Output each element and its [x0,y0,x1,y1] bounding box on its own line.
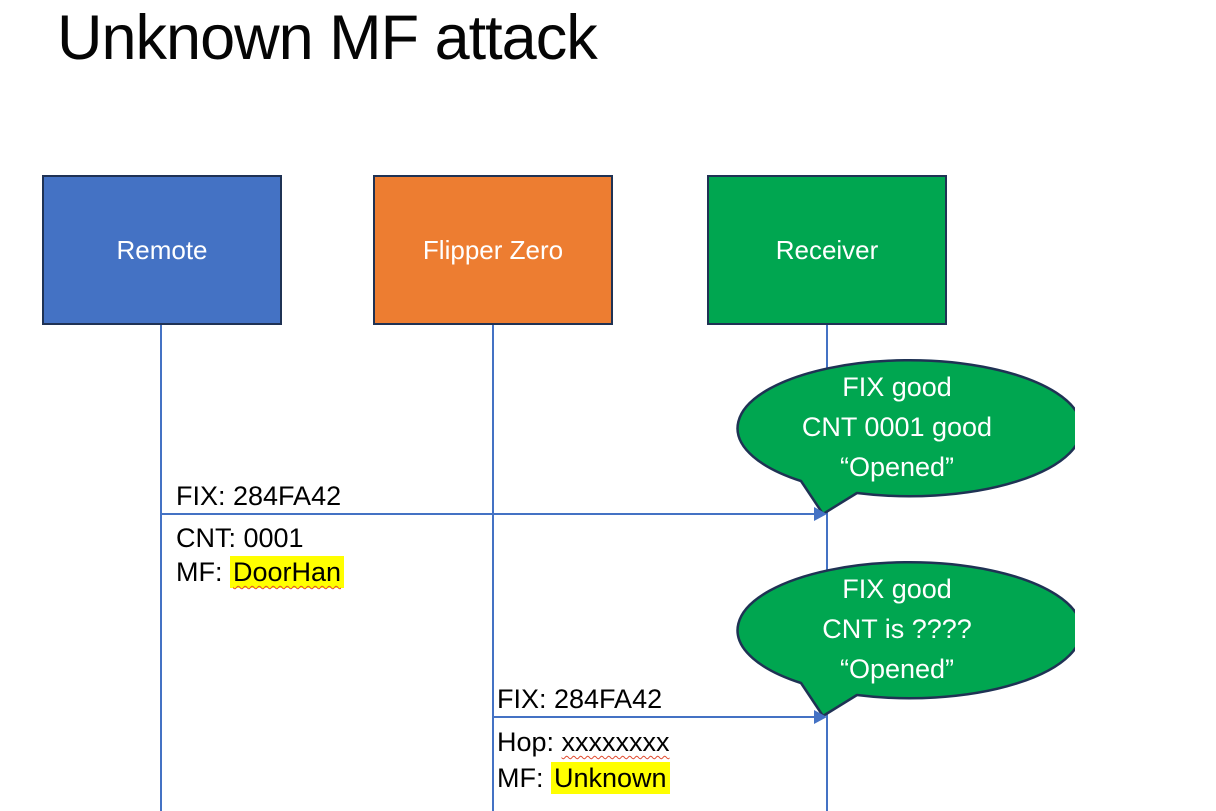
callout-1-line-3: “Opened” [839,452,955,482]
message-1-label-above: FIX: 284FA42 [176,479,341,513]
lifeline-flipper-zero [492,325,494,811]
message-2-arrow-line [493,716,815,718]
actor-box-flipper-zero: Flipper Zero [373,175,613,325]
actor-label-receiver: Receiver [775,234,879,265]
message-1-mf-prefix: MF: [176,557,230,587]
callout-2-line-1: FIX good [842,574,952,604]
message-1-mf-value-highlighted: DoorHan [230,556,345,588]
message-1-fix: FIX: 284FA42 [176,481,342,511]
message-2-mf-line: MF: Unknown [497,760,670,796]
message-2-fix: FIX: 284FA42 [497,684,663,714]
message-2-hop-line: Hop: xxxxxxxx [497,724,670,760]
message-2-mf-value-highlighted: Unknown [551,762,670,794]
actor-label-remote: Remote [116,234,208,265]
callout-2-text: FIX good CNT is ???? “Opened” [747,569,1047,689]
message-1-arrowhead-icon [814,507,827,521]
message-2-hop-prefix: Hop: [497,727,562,757]
callout-2-line-3: “Opened” [839,654,955,684]
callout-bubble-2: FIX good CNT is ???? “Opened” [719,556,1075,722]
actor-label-flipper-zero: Flipper Zero [422,234,564,265]
lifeline-remote [160,325,162,811]
message-2-mf-prefix: MF: [497,763,551,793]
message-2-label-below: Hop: xxxxxxxx MF: Unknown [497,724,670,796]
callout-bubble-2-shape [736,561,1075,718]
actor-box-receiver: Receiver [707,175,947,325]
message-2-hop-value-squiggle: xxxxxxxx [561,727,670,757]
callout-2-line-2: CNT is ???? [822,614,972,644]
message-1-mf-line: MF: DoorHan [176,555,345,589]
message-1-arrow-line [161,513,815,515]
callout-1-line-2: CNT 0001 good [801,412,993,442]
actor-box-remote: Remote [42,175,282,325]
page-title: Unknown MF attack [57,3,598,73]
callout-1-text: FIX good CNT 0001 good “Opened” [747,367,1047,487]
lifeline-receiver [826,325,828,811]
message-1-cnt: CNT: 0001 [176,523,304,553]
callout-bubble-1-shape [736,359,1075,516]
message-2-label-above: FIX: 284FA42 [497,681,662,717]
message-1-label-below: CNT: 0001 MF: DoorHan [176,521,345,589]
callout-1-line-1: FIX good [842,372,952,402]
callout-bubble-1: FIX good CNT 0001 good “Opened” [719,354,1075,520]
message-2-arrowhead-icon [814,710,827,724]
